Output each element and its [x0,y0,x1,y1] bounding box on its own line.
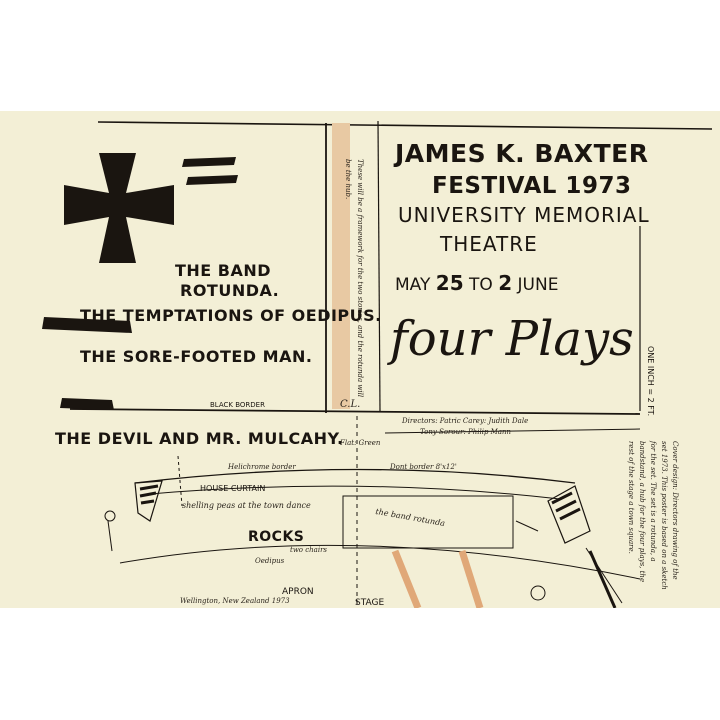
brush-stroke-top [182,157,238,185]
brush-stroke-oedipus [42,317,132,333]
dates: MAY 25 TO 2 JUNE [395,271,558,295]
play-title-band-rotunda-line1: THE BAND [175,261,272,280]
play-title-oedipus: THE TEMPTATIONS OF OEDIPUS. [80,306,382,325]
festival-title-line2: FESTIVAL 1973 [432,173,632,199]
dates-suffix: JUNE [517,275,559,295]
label-scale: ONE INCH = 2 FT. [646,346,655,417]
label-stage: STAGE [355,598,385,608]
label-rocks: ROCKS [248,529,305,545]
black-cross-icon [64,153,174,263]
dates-day2: 2 [498,271,513,295]
label-helichrome: Helichrome border [228,463,296,471]
label-dont-border: Dont border 8'x12' [390,463,457,471]
label-house-curtain: HOUSE CURTAIN [200,484,266,493]
label-directors-line1: Directors: Patric Carey: Judith Dale [402,417,529,425]
note-right-vertical: Cover design: Directors drawing of the s… [627,441,679,590]
label-directors-line2: Tony Sorour: Philip Mann [420,428,512,436]
tagline-four-plays: four Plays [390,311,634,367]
play-title-devil: THE DEVIL AND MR. MULCAHY. [55,429,344,448]
dates-day1: 25 [435,271,464,295]
dates-prefix: MAY [395,275,431,295]
label-cl: C.L. [340,399,361,410]
play-title-band-rotunda-line2: ROTUNDA. [180,281,280,300]
brush-stroke-black-border [60,398,114,410]
poster-line-drawing [69,120,713,608]
festival-poster: JAMES K. BAXTER FESTIVAL 1973 UNIVERSITY… [0,111,720,608]
pink-strip [332,123,350,409]
play-title-sore-footed: THE SORE-FOOTED MAN. [80,347,313,366]
dates-mid: TO [469,275,493,295]
label-apron: APRON [282,587,314,597]
venue-line1: UNIVERSITY MEMORIAL [398,203,650,227]
label-rocks-sub2: Oedipus [255,557,285,565]
label-shelling-peas: shelling peas at the town dance [182,501,311,510]
festival-title-line1: JAMES K. BAXTER [395,139,649,168]
label-flat: Flat: Green [340,439,381,447]
note-left-vertical: These will be a framework for the two st… [344,159,364,398]
label-black-border: BLACK BORDER [210,401,265,409]
venue-line2: THEATRE [440,232,538,256]
label-rocks-sub1: two chairs [290,546,328,554]
label-wellington: Wellington, New Zealand 1973 [180,597,290,605]
